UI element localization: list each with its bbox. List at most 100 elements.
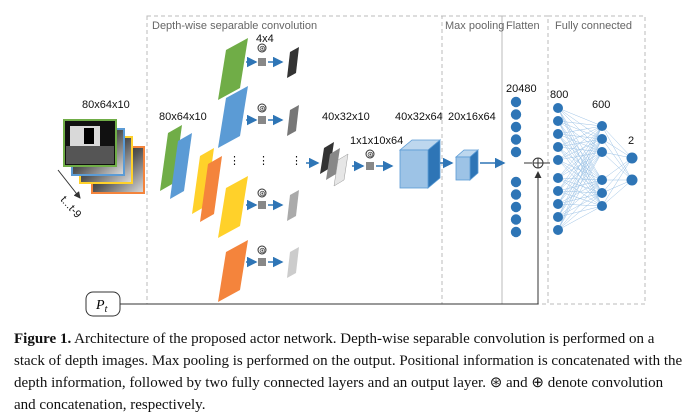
fc2-node-4	[597, 188, 607, 198]
fc1-node-4	[553, 155, 563, 165]
fc-edge	[601, 151, 633, 181]
fc-edge	[557, 205, 603, 231]
flatten-node-3	[510, 134, 522, 145]
fc-edge	[557, 179, 603, 231]
fc-edge	[601, 179, 633, 207]
svg-text:⊛: ⊛	[259, 104, 266, 113]
position-input-label: Pt	[95, 298, 108, 315]
fc2-node-5	[597, 201, 607, 211]
fc-edge	[557, 151, 603, 161]
section-fc-box	[547, 15, 646, 305]
figure-caption: Figure 1. Architecture of the proposed a…	[14, 328, 684, 416]
fc-edge	[557, 179, 603, 192]
fc-edge	[601, 125, 633, 181]
flatten-node-2	[510, 121, 522, 133]
svg-text:⊛: ⊛	[259, 246, 266, 255]
architecture-diagram: Depth-wise separable convolution Max poo…	[57, 15, 646, 317]
fc1-node-6	[553, 186, 563, 196]
svg-text:⊛: ⊛	[259, 189, 266, 198]
fc-edge	[601, 125, 633, 159]
caption-text: Architecture of the proposed actor netwo…	[14, 331, 683, 413]
section-dwsc-title: Depth-wise separable convolution	[152, 20, 317, 32]
fc2-label: 600	[592, 99, 610, 111]
fc-edge	[557, 125, 603, 161]
section-fc-title: Fully connected	[555, 20, 632, 32]
flatten-node-4	[510, 146, 522, 158]
fc-edge	[557, 120, 603, 127]
flatten-node-0	[510, 96, 522, 108]
fc-edge	[557, 133, 603, 181]
fc1-node-2	[553, 129, 563, 139]
channel-ellipsis: ⋮	[229, 155, 240, 167]
fc-edge	[601, 138, 633, 181]
fc-edge	[557, 125, 603, 231]
depthwise-arrows	[246, 56, 284, 268]
section-flatten-title: Flatten	[506, 20, 540, 32]
kernel-label: 4x4	[256, 33, 274, 45]
fc-edge	[601, 157, 633, 207]
fc-edge	[557, 120, 603, 181]
fc-edge	[557, 125, 603, 148]
time-axis-arrow	[57, 169, 81, 199]
flatten-node-5	[510, 176, 522, 188]
fc2-node-0	[597, 121, 607, 131]
depthwise-outputs	[287, 47, 299, 278]
fc2-nodes	[597, 121, 607, 211]
split-channel-planes	[160, 125, 222, 222]
fc-edge	[557, 125, 603, 205]
fc2-node-1	[597, 134, 607, 144]
flatten-node-7	[510, 201, 522, 213]
channel-planes	[218, 38, 248, 302]
depthwise-stack	[320, 142, 349, 187]
fc2-node-3	[597, 175, 607, 185]
fc-edge	[557, 125, 603, 192]
pointwise-kernel	[366, 162, 374, 170]
fc-edge	[557, 151, 603, 231]
fc-edge	[557, 146, 603, 181]
fc-edge	[557, 138, 603, 231]
svg-text:⊛: ⊛	[259, 44, 266, 53]
fc-edge	[557, 125, 603, 135]
input-depth-stack	[63, 119, 145, 194]
split-dims-label: 80x64x10	[159, 111, 207, 123]
pointwise-conv-op	[365, 149, 375, 159]
depthwise-conv-ops: ⊛ ⊛ ⊛ ⊛	[257, 43, 267, 266]
fc-edge	[557, 159, 603, 207]
output-nodes	[626, 152, 638, 186]
fc-edge	[557, 125, 603, 179]
fc-edge	[557, 192, 603, 231]
fc-edges	[557, 107, 633, 231]
output-node-1	[626, 174, 638, 186]
conv-ellipsis: ⋮	[258, 155, 269, 167]
fc-edge	[557, 125, 603, 218]
pointwise-label: 1x1x10x64	[350, 135, 403, 147]
dw-out-label: 40x32x10	[322, 111, 370, 123]
flatten-node-6	[510, 189, 522, 200]
pw-out-label: 40x32x64	[395, 111, 443, 123]
fc1-node-5	[553, 173, 563, 183]
fc-edge	[601, 157, 633, 181]
fc-edge	[601, 157, 633, 194]
fc-edge	[557, 107, 603, 127]
pointwise-conv-symbol: ⊛	[367, 150, 374, 159]
fc1-node-7	[553, 199, 563, 209]
position-to-concat	[120, 171, 542, 305]
output-node-0	[626, 152, 638, 164]
fc1-node-9	[553, 225, 563, 235]
fc-edge	[601, 138, 633, 159]
pool-out-label: 20x16x64	[448, 111, 496, 123]
fc-edge	[557, 177, 603, 181]
fc-edge	[557, 159, 603, 194]
fc1-label: 800	[550, 89, 568, 101]
fc2-node-2	[597, 147, 607, 157]
fc-edge	[557, 138, 603, 161]
section-maxpool-title: Max pooling	[445, 20, 504, 32]
fc1-node-3	[553, 142, 563, 152]
input-dims-label: 80x64x10	[82, 99, 130, 111]
fc1-node-8	[553, 212, 563, 222]
fc-edge	[557, 179, 603, 218]
flatten-node-9	[510, 226, 522, 238]
fc1-node-0	[553, 103, 563, 113]
output-label: 2	[628, 135, 634, 147]
fc-edge	[557, 107, 603, 181]
